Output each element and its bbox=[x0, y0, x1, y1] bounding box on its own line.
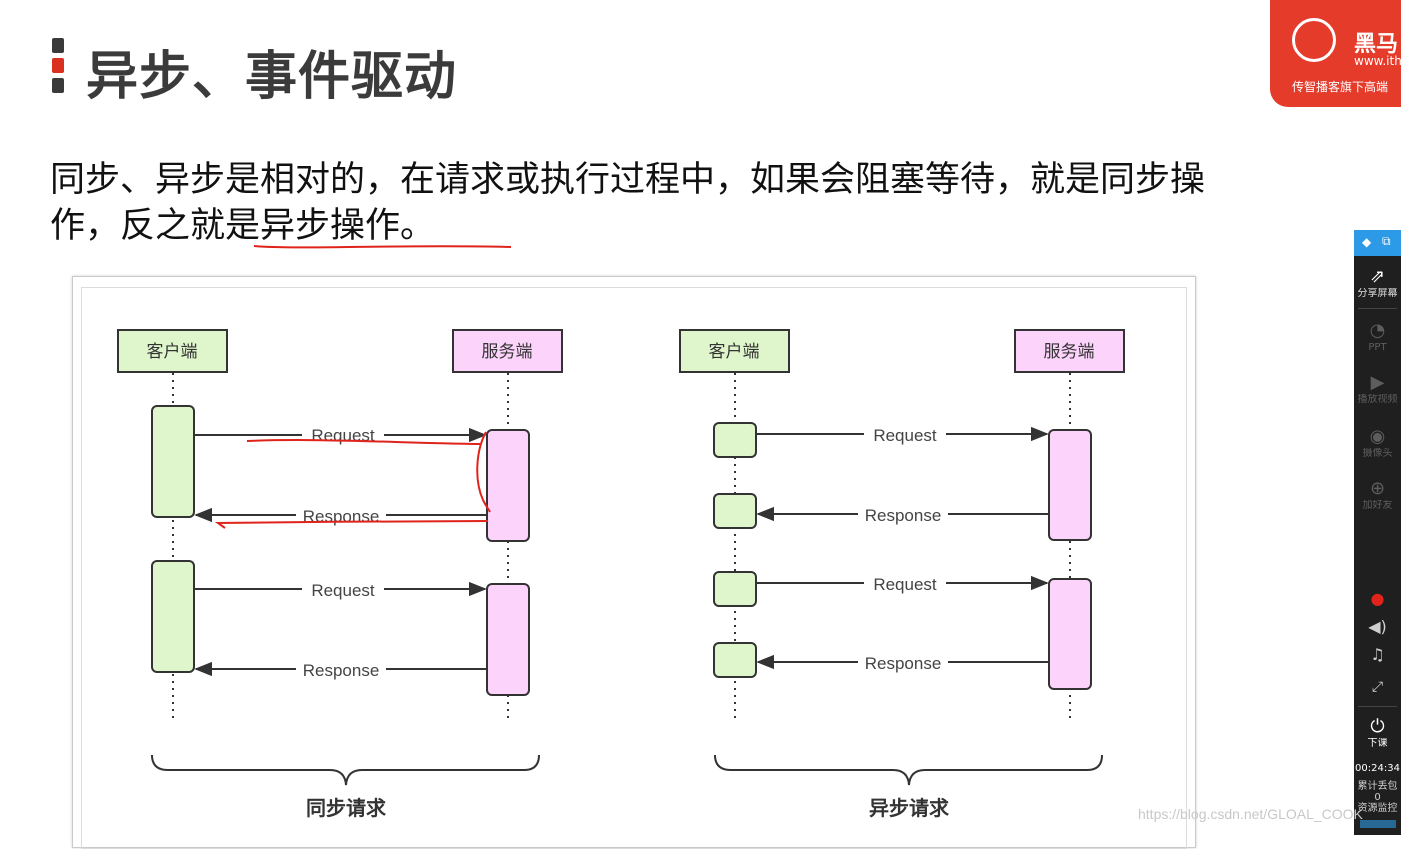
pin-icon[interactable]: ◆ bbox=[1362, 235, 1372, 249]
ppt-icon: ◔ bbox=[1369, 320, 1386, 341]
async-server-header bbox=[1014, 329, 1125, 373]
add-friend-button[interactable]: ⊕ 加好友 bbox=[1354, 478, 1401, 512]
async-client-activation bbox=[713, 493, 757, 529]
async-response-label: Response bbox=[865, 654, 942, 673]
share-screen-label: 分享屏幕 bbox=[1357, 288, 1398, 299]
async-client-activation bbox=[713, 642, 757, 678]
title-marker-segment bbox=[52, 58, 64, 73]
sync-server-activation bbox=[486, 583, 530, 696]
paragraph-line: 作，反之就是异步操作。 bbox=[50, 206, 436, 246]
ppt-button[interactable]: ◔ PPT bbox=[1354, 320, 1401, 354]
async-client-header bbox=[679, 329, 790, 373]
title-marker-segment bbox=[52, 38, 64, 53]
sync-server-label: 服务端 bbox=[482, 342, 533, 361]
sync-server-activation bbox=[486, 429, 530, 542]
async-request-label: Request bbox=[873, 426, 937, 445]
sync-client-label: 客户端 bbox=[147, 342, 198, 361]
title-marker-segment bbox=[52, 78, 64, 93]
sync-caption: 同步请求 bbox=[306, 796, 387, 820]
packet-loss-value: 0 bbox=[1374, 792, 1381, 803]
music-button[interactable]: ♫ bbox=[1354, 644, 1401, 666]
async-server-activation bbox=[1048, 578, 1092, 690]
fullscreen-icon: ⤢ bbox=[1371, 679, 1384, 695]
sync-client-activation bbox=[151, 405, 195, 518]
packet-loss-label: 累计丢包 bbox=[1357, 781, 1398, 792]
sync-client-activation bbox=[151, 560, 195, 673]
popout-icon[interactable]: ⧉ bbox=[1382, 234, 1391, 248]
end-class-label: 下课 bbox=[1367, 738, 1388, 749]
fullscreen-button[interactable]: ⤢ bbox=[1354, 676, 1401, 698]
annotation-server-hook bbox=[476, 431, 491, 513]
resource-meter bbox=[1360, 820, 1396, 828]
async-client-label: 客户端 bbox=[709, 342, 760, 361]
sync-request-label: Request bbox=[311, 581, 375, 600]
async-request-label: Request bbox=[873, 575, 937, 594]
slide-paragraph: 同步、异步是相对的，在请求或执行过程中，如果会阻塞等待，就是同步操 作，反之就是… bbox=[50, 157, 1395, 249]
session-timer: 00:24:34 bbox=[1355, 763, 1400, 774]
toolbar-top-band: ◆ ⧉ bbox=[1354, 230, 1401, 256]
speaker-button[interactable]: ◀) bbox=[1354, 616, 1401, 638]
microphone-button[interactable]: ● bbox=[1354, 588, 1401, 610]
annotation-response-stroke bbox=[214, 520, 489, 529]
sync-response-label: Response bbox=[303, 507, 380, 526]
camera-icon: ◉ bbox=[1369, 426, 1386, 447]
sync-server-header bbox=[452, 329, 563, 373]
sync-client-header bbox=[117, 329, 228, 373]
share-screen-icon: ⇗ bbox=[1369, 266, 1386, 287]
async-brace bbox=[714, 754, 1103, 786]
async-client-activation bbox=[713, 422, 757, 458]
microphone-icon: ● bbox=[1370, 589, 1385, 608]
watermark: https://blog.csdn.net/GLOAL_COOK bbox=[1138, 806, 1363, 822]
paragraph-line: 同步、异步是相对的，在请求或执行过程中，如果会阻塞等待，就是同步操 bbox=[50, 160, 1206, 200]
brand-logo: 黑马 www.ith 传智播客旗下高端 bbox=[1270, 0, 1401, 107]
logo-brand-text: 黑马 bbox=[1354, 32, 1399, 57]
diagram-frame bbox=[72, 276, 1196, 848]
horse-logo-icon bbox=[1292, 18, 1336, 62]
end-class-icon: ⏻ bbox=[1370, 716, 1385, 737]
async-caption: 异步请求 bbox=[869, 796, 950, 820]
camera-button[interactable]: ◉ 摄像头 bbox=[1354, 426, 1401, 460]
sync-brace bbox=[151, 754, 540, 786]
music-note-icon: ♫ bbox=[1370, 645, 1385, 664]
async-response-label: Response bbox=[865, 506, 942, 525]
slide-title: 异步、事件驱动 bbox=[86, 47, 458, 107]
async-server-label: 服务端 bbox=[1044, 342, 1095, 361]
sync-response-label: Response bbox=[303, 661, 380, 680]
title-marker bbox=[48, 38, 64, 98]
play-video-button[interactable]: ▶ 播放视频 bbox=[1354, 372, 1401, 406]
play-video-icon: ▶ bbox=[1370, 372, 1385, 393]
annotation-underline bbox=[253, 245, 512, 249]
logo-url-text: www.ith bbox=[1354, 54, 1401, 68]
logo-tagline: 传智播客旗下高端 bbox=[1292, 80, 1389, 94]
speaker-icon: ◀) bbox=[1368, 617, 1387, 636]
annotation-request-stroke bbox=[246, 439, 481, 445]
ppt-label: PPT bbox=[1368, 342, 1387, 353]
add-friend-icon: ⊕ bbox=[1369, 478, 1386, 499]
add-friend-label: 加好友 bbox=[1362, 500, 1393, 511]
toolbar-divider bbox=[1358, 308, 1397, 309]
end-class-button[interactable]: ⏻ 下课 bbox=[1354, 716, 1401, 750]
toolbar-divider bbox=[1358, 706, 1397, 707]
resource-monitor-label[interactable]: 资源监控 bbox=[1357, 803, 1398, 814]
async-client-activation bbox=[713, 571, 757, 607]
share-screen-button[interactable]: ⇗ 分享屏幕 bbox=[1354, 266, 1401, 300]
async-server-activation bbox=[1048, 429, 1092, 541]
play-video-label: 播放视频 bbox=[1357, 394, 1398, 405]
meeting-toolbar: ◆ ⧉ ⇗ 分享屏幕 ◔ PPT ▶ 播放视频 ◉ 摄像头 ⊕ 加好友 ● ◀)… bbox=[1354, 230, 1401, 835]
camera-label: 摄像头 bbox=[1362, 448, 1393, 459]
